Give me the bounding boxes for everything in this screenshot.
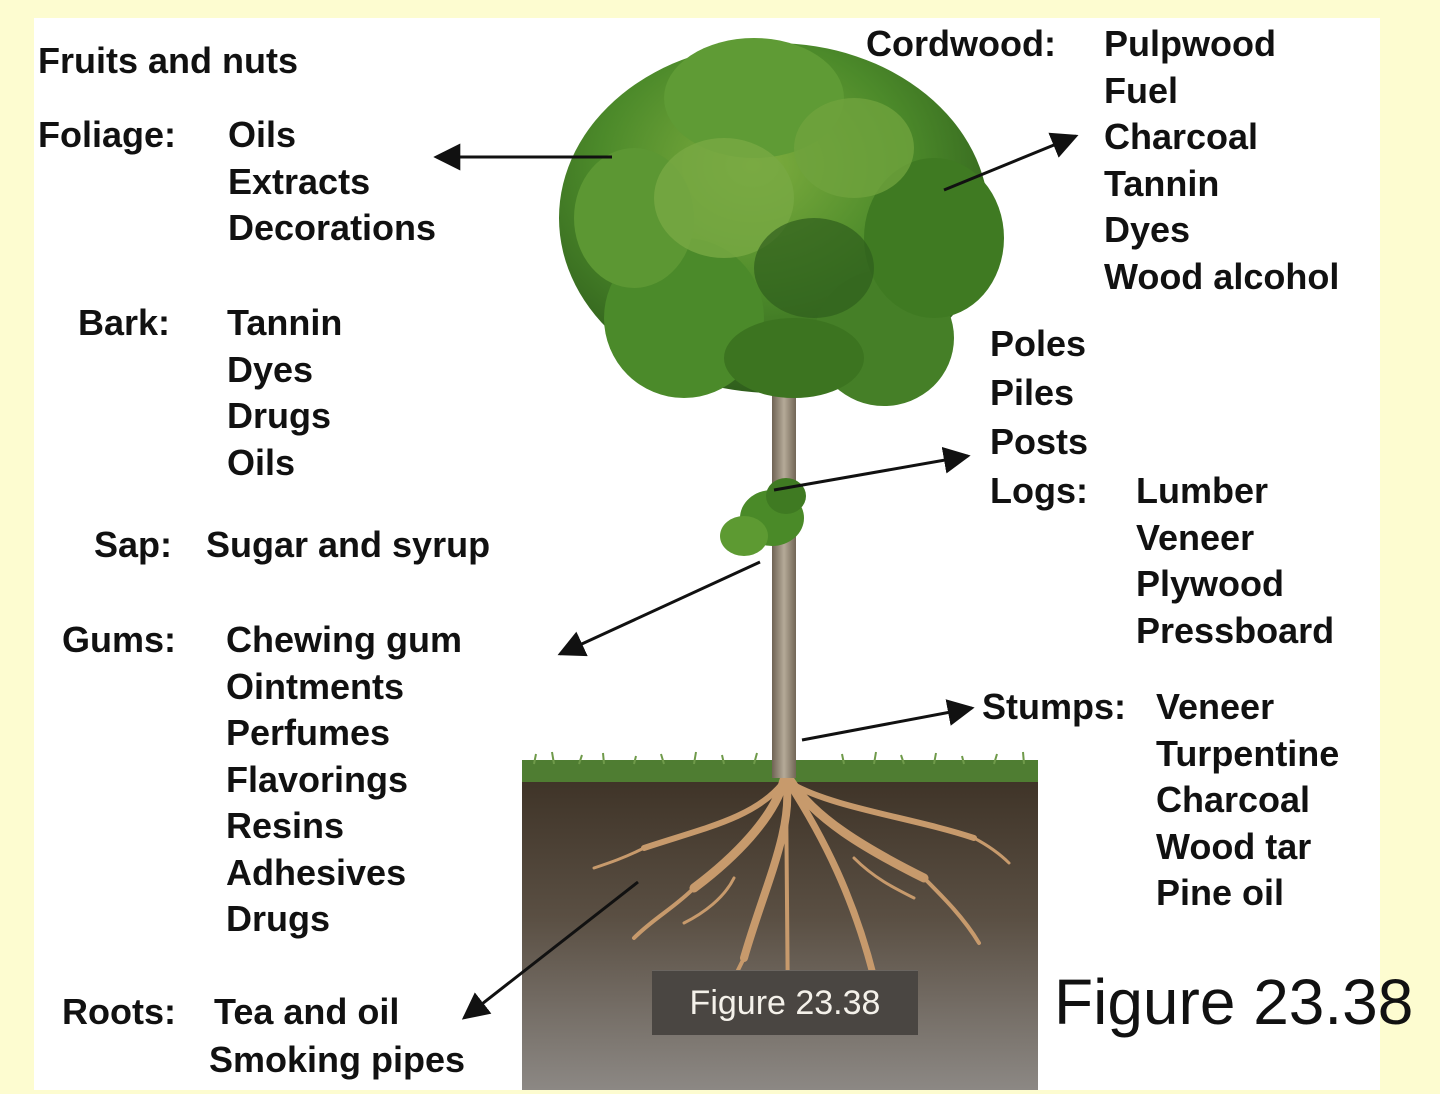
canopy bbox=[559, 38, 1004, 406]
list-item: Drugs bbox=[226, 896, 462, 943]
list-item: Pine oil bbox=[1156, 870, 1339, 917]
list-item: Veneer bbox=[1136, 515, 1334, 562]
figure-caption: Figure 23.38 bbox=[1054, 966, 1413, 1038]
sap-label: Sap: bbox=[94, 525, 172, 565]
arrow-logs bbox=[774, 456, 968, 490]
fruits-label: Fruits and nuts bbox=[38, 41, 298, 81]
list-item: Dyes bbox=[227, 347, 342, 394]
list-item: Tannin bbox=[1104, 161, 1339, 208]
list-item: Charcoal bbox=[1104, 114, 1339, 161]
list-item: Oils bbox=[227, 440, 342, 487]
foliage-label: Foliage: bbox=[38, 115, 176, 155]
list-item: Chewing gum bbox=[226, 617, 462, 664]
list-item: Decorations bbox=[228, 205, 436, 252]
list-item: Wood alcohol bbox=[1104, 254, 1339, 301]
bark-items: Tannin Dyes Drugs Oils bbox=[227, 300, 342, 486]
diagram-panel: Fruits and nuts Foliage: Oils Extracts D… bbox=[34, 18, 1380, 1090]
list-item: Pulpwood bbox=[1104, 21, 1339, 68]
figure-badge: Figure 23.38 bbox=[652, 970, 918, 1035]
soil-block bbox=[522, 776, 1038, 1090]
list-item: Ointments bbox=[226, 664, 462, 711]
poles-items: Poles Piles Posts bbox=[990, 319, 1088, 466]
roots-label: Roots: bbox=[62, 992, 176, 1032]
stumps-items: Veneer Turpentine Charcoal Wood tar Pine… bbox=[1156, 684, 1339, 917]
cordwood-items: Pulpwood Fuel Charcoal Tannin Dyes Wood … bbox=[1104, 21, 1339, 300]
list-item: Tannin bbox=[227, 300, 342, 347]
list-item: Poles bbox=[990, 319, 1088, 368]
list-item: Adhesives bbox=[226, 850, 462, 897]
figure-badge-text: Figure 23.38 bbox=[690, 984, 881, 1023]
logs-label: Logs: bbox=[990, 471, 1088, 511]
list-item: Veneer bbox=[1156, 684, 1339, 731]
list-item: Charcoal bbox=[1156, 777, 1339, 824]
roots-item-pipes: Smoking pipes bbox=[209, 1040, 465, 1080]
list-item: Perfumes bbox=[226, 710, 462, 757]
foliage-items: Oils Extracts Decorations bbox=[228, 112, 436, 252]
list-item: Drugs bbox=[227, 393, 342, 440]
gums-label: Gums: bbox=[62, 620, 176, 660]
arrow-gums bbox=[560, 562, 760, 654]
list-item: Flavorings bbox=[226, 757, 462, 804]
roots-item-tea: Tea and oil bbox=[214, 992, 399, 1032]
list-item: Plywood bbox=[1136, 561, 1334, 608]
list-item: Fuel bbox=[1104, 68, 1339, 115]
list-item: Oils bbox=[228, 112, 436, 159]
list-item: Wood tar bbox=[1156, 824, 1339, 871]
logs-items: Lumber Veneer Plywood Pressboard bbox=[1136, 468, 1334, 654]
list-item: Extracts bbox=[228, 159, 436, 206]
list-item: Piles bbox=[990, 368, 1088, 417]
list-item: Dyes bbox=[1104, 207, 1339, 254]
list-item: Lumber bbox=[1136, 468, 1334, 515]
list-item: Turpentine bbox=[1156, 731, 1339, 778]
list-item: Posts bbox=[990, 417, 1088, 466]
list-item: Resins bbox=[226, 803, 462, 850]
trunk bbox=[772, 338, 796, 778]
arrow-stumps bbox=[802, 708, 972, 740]
gums-items: Chewing gum Ointments Perfumes Flavoring… bbox=[226, 617, 462, 943]
cordwood-label: Cordwood: bbox=[866, 24, 1056, 64]
bark-label: Bark: bbox=[78, 303, 170, 343]
stumps-label: Stumps: bbox=[982, 687, 1126, 727]
sap-item: Sugar and syrup bbox=[206, 525, 490, 565]
list-item: Pressboard bbox=[1136, 608, 1334, 655]
